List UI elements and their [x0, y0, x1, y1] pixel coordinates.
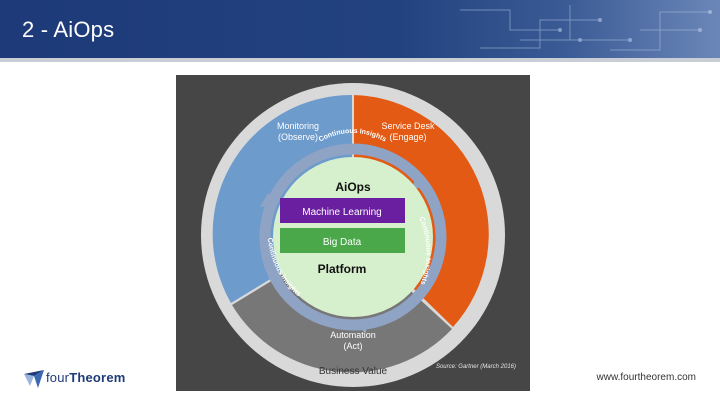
aiops-diagram: AiOps Machine Learning Big Data Platform…	[176, 75, 530, 391]
business-value-label: Business Value	[319, 366, 388, 377]
arrow-head-top-right	[412, 175, 428, 189]
header-bar: 2 - AiOps	[0, 0, 720, 58]
big-data-layer	[280, 228, 405, 253]
logo-text-theorem: Theorem	[69, 370, 126, 385]
monitoring-sublabel: (Observe)	[278, 132, 318, 142]
fourtheorem-logo: fourTheorem	[22, 364, 142, 390]
logo-text-four: four	[46, 370, 70, 385]
monitoring-label: Monitoring	[277, 121, 319, 131]
machine-learning-label: Machine Learning	[302, 207, 382, 218]
source-citation: Source: Gartner (March 2016)	[436, 364, 516, 370]
header-divider	[0, 58, 720, 62]
logo-wordmark: fourTheorem	[46, 370, 126, 385]
arrow-head-bottom	[354, 319, 368, 333]
service-desk-sublabel: (Engage)	[389, 132, 426, 142]
arrow-head-left	[260, 193, 276, 207]
automation-label: Automation	[330, 330, 376, 340]
page-title: 2 - AiOps	[22, 17, 115, 42]
aiops-diagram-graphic: AiOps Machine Learning Big Data Platform…	[201, 83, 516, 387]
platform-label: Platform	[318, 262, 367, 276]
footer-url: www.fourtheorem.com	[596, 372, 696, 383]
big-data-label: Big Data	[323, 237, 362, 248]
continuous-insights-arrow-ring	[259, 143, 447, 331]
circuit-pattern	[460, 5, 712, 51]
automation-sublabel: (Act)	[344, 341, 363, 351]
logo-compass-icon	[24, 370, 44, 388]
service-desk-label: Service Desk	[381, 121, 435, 131]
core-title: AiOps	[335, 180, 371, 194]
machine-learning-layer	[280, 198, 405, 223]
